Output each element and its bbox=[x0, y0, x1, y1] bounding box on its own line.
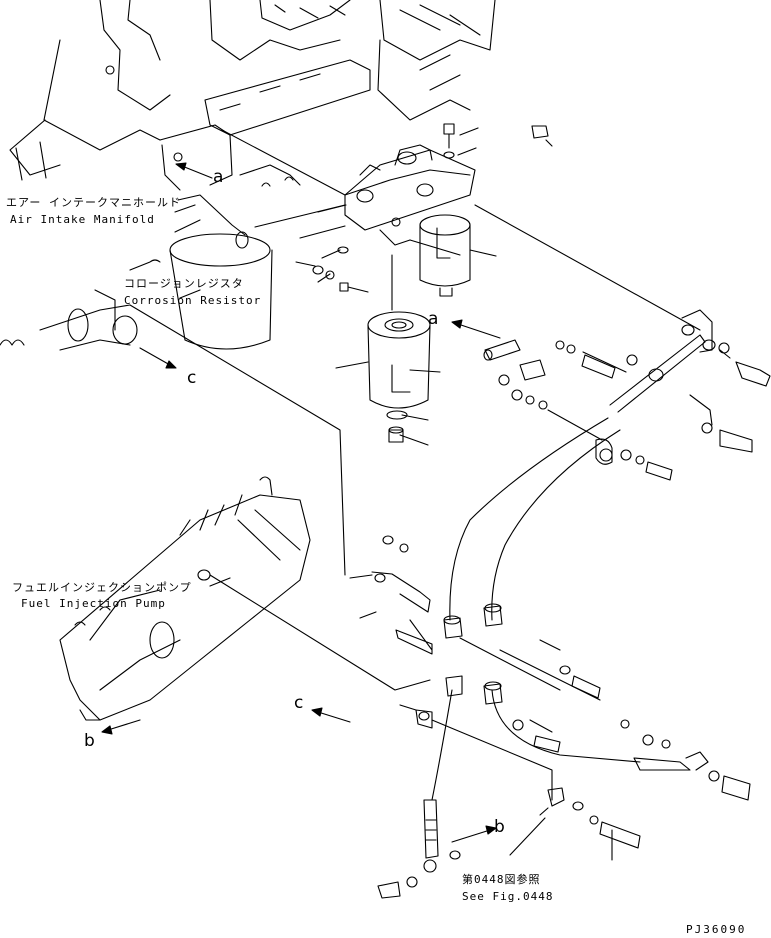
lower-guide-lines bbox=[432, 638, 750, 800]
air-intake-label-jp: エアー インテークマニホールド bbox=[6, 196, 181, 209]
label-leaders bbox=[175, 205, 545, 855]
air-intake-label-en: Air Intake Manifold bbox=[10, 213, 155, 226]
air-intake-manifold bbox=[175, 195, 248, 248]
drawing-code: PJ36090 bbox=[686, 923, 747, 936]
filter-head-bracket bbox=[345, 145, 475, 245]
hose-joints bbox=[444, 604, 708, 770]
pump-bracket bbox=[350, 536, 432, 654]
bottom-line-assembly bbox=[378, 705, 640, 898]
callout-b-bottom: b bbox=[494, 817, 505, 837]
fuel-pump-label-en: Fuel Injection Pump bbox=[21, 597, 166, 610]
corrosion-resistor-label-jp: コロージョンレジスタ bbox=[124, 277, 244, 290]
callout-c-bottom: c bbox=[294, 693, 304, 713]
secondary-fuel-filter bbox=[420, 215, 470, 296]
coolant-pipe bbox=[0, 290, 137, 350]
fuel-hoses bbox=[432, 418, 640, 800]
callout-arrows bbox=[102, 163, 500, 842]
clamp-right-middle bbox=[596, 439, 672, 480]
leader-lines-top bbox=[296, 128, 552, 445]
fuel-pump-label-jp: フュエルインジェクションポンプ bbox=[12, 581, 192, 594]
callout-a-top: a bbox=[213, 167, 224, 187]
guide-lines bbox=[130, 130, 700, 575]
corrosion-resistor bbox=[130, 234, 272, 349]
fuel-injection-pump bbox=[60, 477, 430, 720]
callout-c-left: c bbox=[187, 368, 197, 388]
see-figure-label-jp: 第0448図参照 bbox=[462, 873, 541, 886]
see-figure-label-en: See Fig.0448 bbox=[462, 890, 554, 903]
callout-a-mid: a bbox=[428, 309, 439, 329]
callout-b-left: b bbox=[84, 731, 95, 751]
engine-block-outline bbox=[10, 0, 495, 190]
main-fuel-filter bbox=[368, 255, 430, 442]
hose-clamps-center bbox=[484, 340, 615, 440]
corrosion-resistor-label-en: Corrosion Resistor bbox=[124, 294, 262, 307]
right-bracket-assembly bbox=[583, 310, 770, 452]
filter-head-fasteners bbox=[313, 124, 548, 292]
